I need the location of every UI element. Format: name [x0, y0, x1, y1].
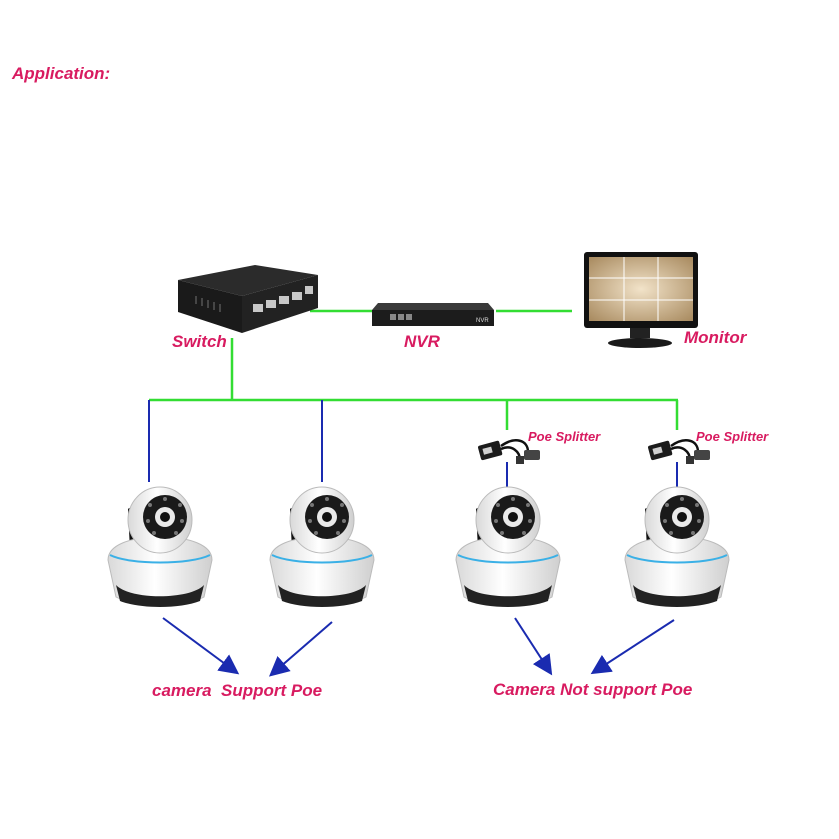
- camera-links: [148, 400, 678, 492]
- arrow-camera-1: [162, 617, 240, 675]
- group-arrows: [162, 617, 675, 677]
- arrow-camera-4: [590, 619, 675, 675]
- ip-camera-3: [455, 486, 561, 607]
- nvr-device: NVR: [372, 303, 494, 326]
- page-title: Application:: [12, 64, 111, 83]
- poe-splitter-1-label: Poe Splitter: [528, 429, 601, 444]
- monitor-label: Monitor: [684, 328, 747, 347]
- poe-splitter-2-label: Poe Splitter: [696, 429, 769, 444]
- poe-splitter-2-device: [648, 439, 710, 464]
- ip-camera-4: [624, 486, 730, 607]
- switch-label: Switch: [172, 332, 227, 351]
- arrow-camera-2: [268, 621, 333, 677]
- poe-splitter-1-device: [478, 439, 540, 464]
- switch-device: [178, 265, 318, 333]
- support-poe-group-label: camera Support Poe: [152, 681, 323, 700]
- nvr-badge: NVR: [476, 318, 489, 324]
- ip-camera-2: [269, 486, 375, 607]
- network-links: [149, 309, 679, 430]
- monitor-device: [584, 252, 698, 348]
- not-support-poe-group-label: Camera Not support Poe: [493, 680, 693, 699]
- ip-camera-1: [107, 486, 213, 607]
- nvr-label: NVR: [404, 332, 440, 351]
- arrow-camera-3: [514, 617, 553, 676]
